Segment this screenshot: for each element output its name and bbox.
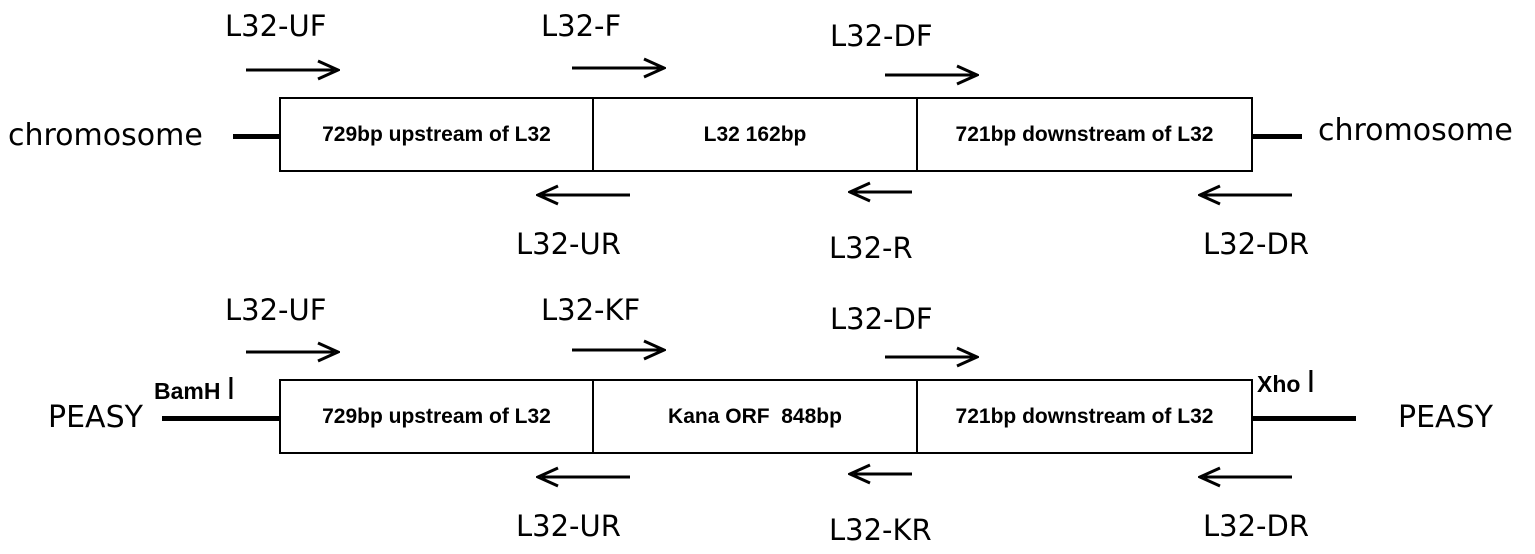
primer-label-l32-dr: L32-DR — [1203, 227, 1310, 261]
segment-downstream: 721bp downstream of L32 — [955, 404, 1214, 428]
flank-label-left: PEASY — [48, 400, 143, 435]
left-arrow-icon — [536, 466, 630, 488]
primer-label-l32-kr: L32-KR — [829, 513, 932, 547]
flank-label-right: PEASY — [1398, 400, 1493, 435]
right-arrow-icon — [246, 59, 340, 81]
right-arrow-icon — [572, 57, 666, 79]
segment-downstream: 721bp downstream of L32 — [955, 122, 1214, 146]
left-arrow-icon — [1198, 466, 1292, 488]
right-arrow-icon — [885, 346, 979, 368]
primer-label-l32-uf: L32-UF — [225, 9, 327, 43]
primer-label-l32-df: L32-DF — [830, 302, 933, 336]
left-arrow-icon — [1198, 184, 1292, 206]
primer-label-l32-dr: L32-DR — [1203, 509, 1310, 543]
primer-label-l32-f: L32-F — [541, 9, 622, 43]
segment-upstream: 729bp upstream of L32 — [281, 381, 594, 452]
primer-label-l32-uf: L32-UF — [225, 293, 327, 327]
flank-line-right — [1252, 134, 1302, 139]
primer-label-l32-df: L32-DF — [830, 19, 933, 53]
flank-line-right — [1252, 416, 1356, 421]
flank-label-right: chromosome — [1318, 113, 1513, 148]
right-arrow-icon — [885, 64, 979, 86]
left-arrow-icon — [536, 184, 630, 206]
segment-kana-orf: Kana ORF 848bp — [594, 381, 918, 452]
flank-line-left — [233, 134, 280, 139]
segment-target-gene: L32 162bp — [594, 99, 918, 170]
primer-label-l32-r: L32-R — [829, 231, 913, 265]
construct-box: 729bp upstream of L32 Kana ORF 848bp 721… — [279, 379, 1253, 454]
construct-box: 729bp upstream of L32 L32 162bp 721bp do… — [279, 97, 1253, 172]
primer-label-l32-kf: L32-KF — [541, 293, 641, 327]
segment-upstream: 729bp upstream of L32 — [281, 99, 594, 170]
right-arrow-icon — [572, 339, 666, 361]
flank-line-left — [162, 416, 280, 421]
primer-label-l32-ur: L32-UR — [516, 227, 621, 261]
left-arrow-icon — [848, 463, 912, 485]
restriction-site-numeral: Ⅰ — [226, 373, 236, 406]
restriction-site-name: Xho — [1257, 371, 1301, 397]
primer-label-l32-ur: L32-UR — [516, 509, 621, 543]
restriction-site-numeral: Ⅰ — [1306, 366, 1316, 399]
flank-label-left: chromosome — [8, 118, 203, 153]
left-arrow-icon — [848, 181, 912, 203]
restriction-site-name: BamH — [154, 378, 221, 404]
right-arrow-icon — [246, 341, 340, 363]
